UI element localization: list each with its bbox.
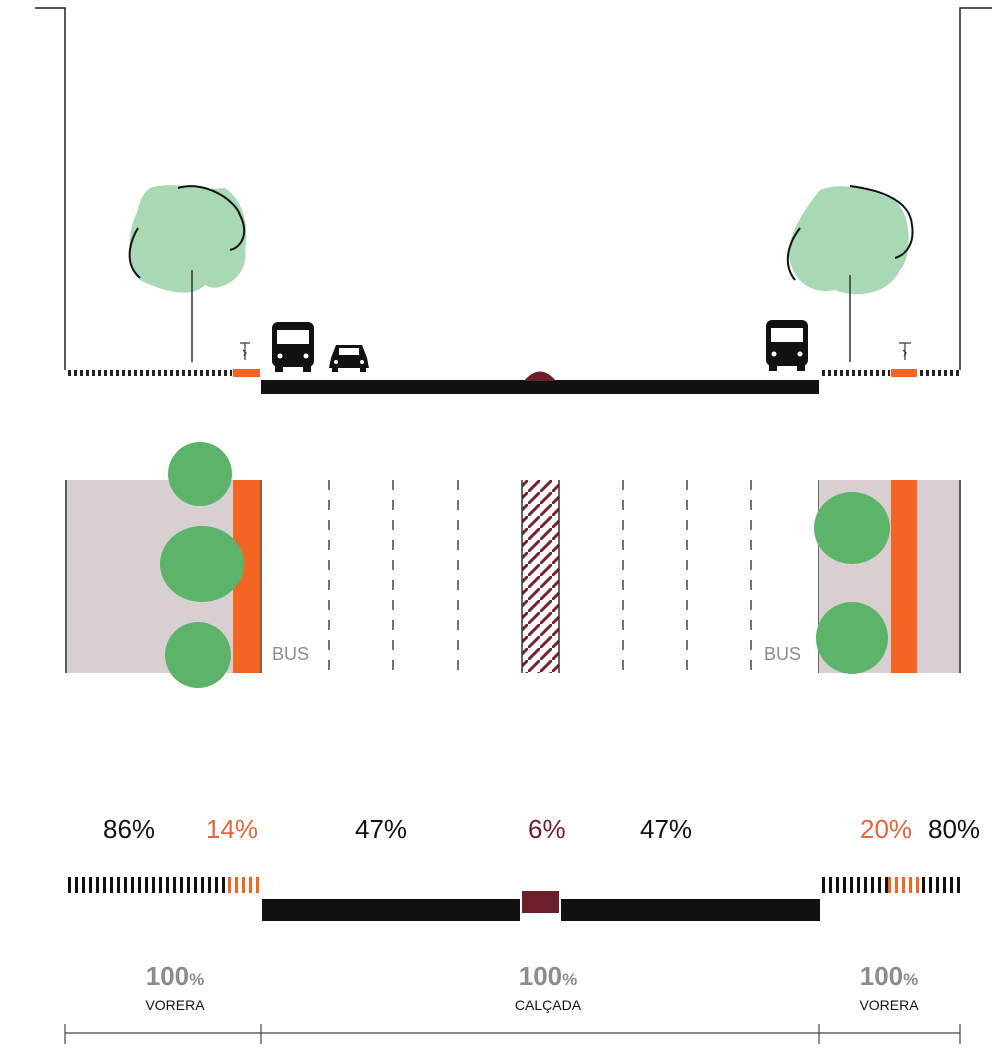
right-tree-plan-1 [814,492,890,564]
pct-left-sidewalk: 86% [103,814,155,844]
left-tree-icon [128,185,247,362]
right-bus-icon [766,320,808,371]
right-tree-plan-2 [816,602,888,674]
total-right: 100% [860,961,919,991]
left-bike-icon [240,342,250,360]
total-left-label: VORERA [145,997,205,1013]
pct-right-bike: 20% [860,814,912,844]
total-right-label: VORERA [859,997,919,1013]
dimension-line [64,1024,961,1044]
pct-median: 6% [528,814,566,844]
right-bike-icon [899,342,911,360]
bus-label-left: BUS [272,644,309,664]
left-tree-plan-1 [168,442,232,506]
road-bar-right [561,899,820,921]
pct-road-right: 47% [640,814,692,844]
road-bar-left [262,899,520,921]
right-bike-lane-plan [891,480,917,673]
total-center-label: CALÇADA [515,997,582,1013]
right-bike-lane-section [891,369,917,377]
left-bus-icon [272,322,314,372]
plan-view: BUS BUS [65,442,961,688]
left-building-outline [35,7,66,370]
right-tree-icon [786,185,914,362]
pct-road-left: 47% [355,814,407,844]
bus-label-right: BUS [764,644,801,664]
median-bar [522,891,559,913]
totals-row: 100% VORERA 100% CALÇADA 100% VORERA [145,961,919,1013]
pct-left-bike: 14% [206,814,258,844]
median-plan [522,480,559,673]
summary-bar [68,877,960,921]
median-section [524,371,556,381]
percentages-row: 86% 14% 47% 6% 47% 20% 80% [103,814,980,844]
left-bike-lane-section [233,369,260,377]
total-center-value: 100 [519,961,562,991]
total-left-value: 100 [146,961,189,991]
total-right-unit: % [903,970,918,989]
total-right-value: 100 [860,961,903,991]
left-tree-plan-2 [160,526,244,602]
road-section [261,380,819,394]
total-left: 100% [146,961,205,991]
total-left-unit: % [189,970,204,989]
left-tree-plan-3 [165,622,231,688]
total-center-unit: % [562,970,577,989]
total-center: 100% [519,961,578,991]
section-view [35,7,992,394]
right-building-outline [959,7,992,370]
pct-right-sidewalk: 80% [928,814,980,844]
car-icon [329,345,369,372]
